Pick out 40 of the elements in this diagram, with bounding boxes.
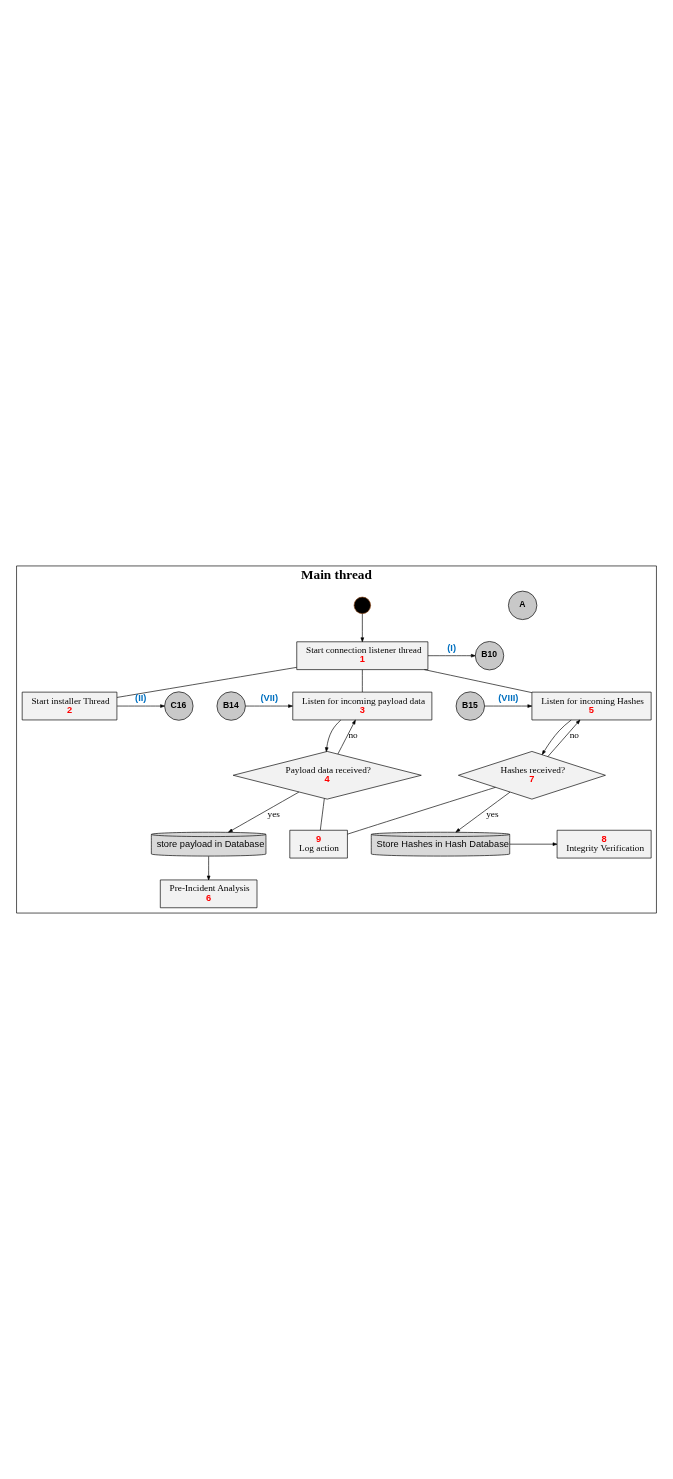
connector: [362, 669, 363, 693]
connector: [320, 798, 325, 831]
node-box: Pre-Incident Analysis 6: [159, 879, 258, 909]
node-box: 9 Log action: [289, 829, 348, 859]
node-circle: A: [508, 590, 538, 620]
node-box: 8 Integrity Verification: [556, 829, 652, 859]
connector: [116, 667, 297, 698]
arrow: [541, 719, 572, 755]
connector: [424, 669, 533, 693]
arrow: [116, 704, 165, 708]
arrow: [509, 842, 558, 846]
connector: [347, 787, 496, 835]
edge-label: (VII): [260, 692, 278, 703]
node-circle: B10: [474, 641, 505, 671]
arrow: [337, 719, 356, 755]
arrow: [245, 704, 293, 708]
edge-label: yes: [486, 809, 499, 820]
edge-label: yes: [267, 809, 280, 820]
node-box: Start installer Thread 2: [21, 691, 118, 721]
arrow: [547, 719, 581, 757]
arrow: [228, 791, 300, 833]
arrow: [455, 791, 511, 833]
node-box: Listen for incoming payload data 3: [292, 691, 433, 721]
arrow: [427, 653, 476, 658]
arrow: [484, 704, 533, 708]
arrow: [360, 613, 365, 643]
edge-label: (II): [135, 692, 147, 703]
node-box: Start connection listener thread 1: [296, 641, 429, 670]
node-circle: [353, 596, 371, 614]
arrow: [206, 855, 211, 881]
node-circle: C16: [164, 691, 194, 721]
node-circle: B15: [455, 691, 485, 721]
node-circle: B14: [216, 691, 246, 721]
node-diamond: Payload data received? 4: [232, 751, 422, 800]
edge-label: (VIII): [498, 692, 519, 703]
arrow: [325, 719, 342, 752]
node-box: Listen for incoming Hashes 5: [531, 691, 652, 721]
edge-label: no: [348, 730, 358, 741]
edge-label: no: [569, 730, 579, 741]
edge-label: (I): [447, 642, 457, 653]
